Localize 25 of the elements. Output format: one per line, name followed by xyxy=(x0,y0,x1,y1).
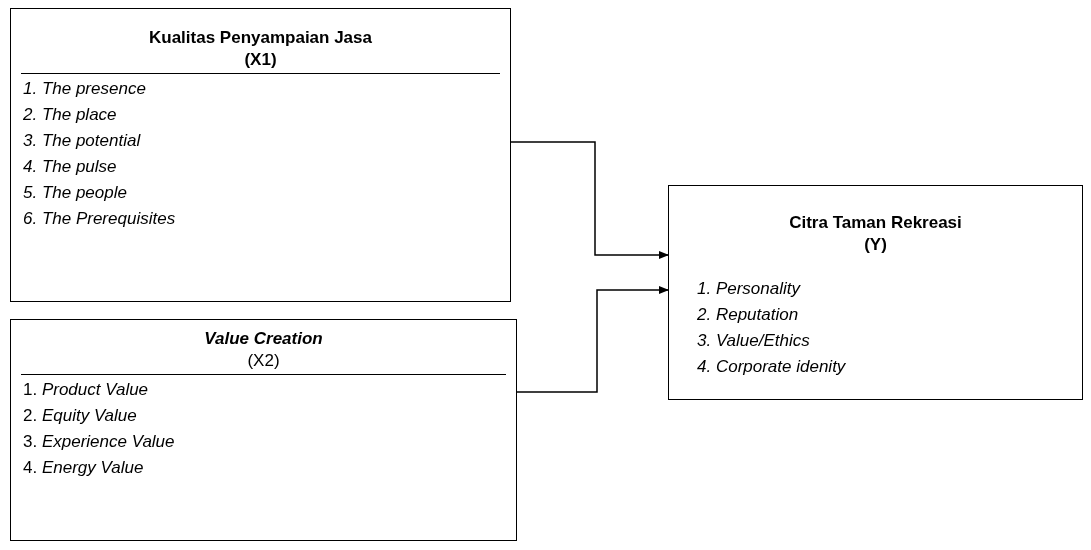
list-item: 4. Corporate idenity xyxy=(697,356,846,378)
box-heading: Kualitas Penyampaian Jasa xyxy=(148,27,373,49)
text-box xyxy=(668,185,1083,400)
box-heading: Citra Taman Rekreasi xyxy=(788,212,963,234)
arrow xyxy=(516,286,669,393)
list-item: 4. The pulse xyxy=(23,156,117,178)
list-item: 4. Energy Value xyxy=(23,457,144,479)
list-item: 1. Personality xyxy=(697,278,800,300)
list-item: 2. Equity Value xyxy=(23,405,137,427)
list-item: 3. The potential xyxy=(23,130,141,152)
box-heading: (X2) xyxy=(246,350,281,372)
list-item: 3. Experience Value xyxy=(23,431,175,453)
box-heading: Value Creation xyxy=(203,328,324,350)
box-heading: (Y) xyxy=(863,234,888,256)
list-item: 5. The people xyxy=(23,182,127,204)
list-item: 1. Product Value xyxy=(23,379,149,401)
arrow xyxy=(510,141,669,259)
list-item: 1. The presence xyxy=(23,78,146,100)
text-box xyxy=(10,8,511,302)
list-item: 2. Reputation xyxy=(697,304,799,326)
list-item: 2. The place xyxy=(23,104,117,126)
list-item: 3. Value/Ethics xyxy=(697,330,810,352)
box-heading: (X1) xyxy=(243,49,278,71)
list-item: 6. The Prerequisites xyxy=(23,208,176,230)
text-box xyxy=(10,319,517,541)
